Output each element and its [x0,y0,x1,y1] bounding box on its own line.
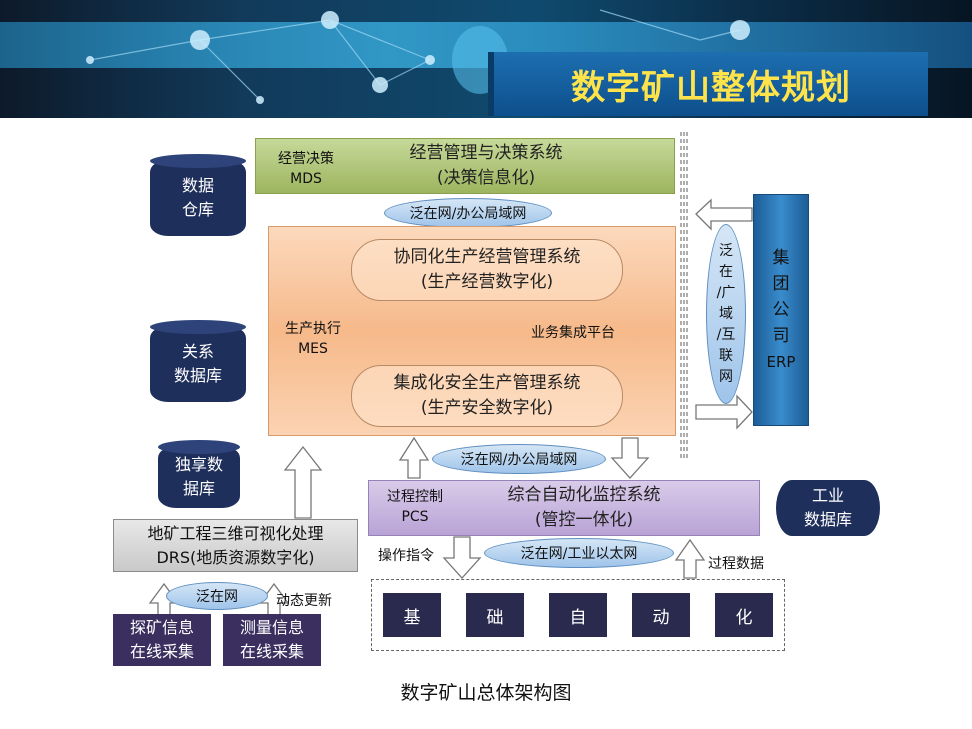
business-integration-platform: 业务集成平台 [531,325,615,341]
header-banner: 数字矿山整体规划 [0,0,972,118]
base-automation-frame [371,579,785,651]
user-node-icon [190,30,210,50]
mes-label-line2: MES [298,341,328,357]
erp-char: 司 [772,326,790,346]
mes-label-line1: 生产执行 [285,321,341,337]
drs-box: 地矿工程三维可视化处理 DRS(地质资源数字化) [113,519,358,572]
mds-system-title: 经营管理与决策系统 [409,143,563,163]
mds-system-subtitle: (决策信息化) [436,168,536,188]
survey-data-collection: 测量信息 在线采集 [223,614,321,666]
mds-label-line1: 经营决策 [278,151,334,167]
industrial-db-line2: 数据库 [803,510,852,529]
production-management-subtitle: (生产经营数字化) [420,272,554,292]
user-node-icon [321,11,339,29]
network-ubiquitous: 泛在网 [166,582,268,610]
mds-box: 经营决策 MDS 经营管理与决策系统 (决策信息化) [255,138,675,194]
base-cell: 础 [466,593,524,637]
mes-label: 生产执行 MES [275,319,351,359]
exclusive-db-line1: 独享数 [174,455,223,474]
industrial-db-line1: 工业 [811,486,844,505]
pcs-box: 过程控制 PCS 综合自动化监控系统 (管控一体化) [368,480,760,536]
network-office-wan-top: 泛在网/办公局域网 [384,198,552,228]
industrial-db: 工业 数据库 [776,480,880,536]
exploration-line2: 在线采集 [129,642,194,661]
base-cell: 化 [715,593,773,637]
mds-system: 经营管理与决策系统 (决策信息化) [356,141,616,191]
drs-line2: DRS(地质资源数字化) [156,547,315,567]
exclusive-db: 独享数 据库 [158,440,240,508]
process-data-label: 过程数据 [708,556,764,572]
relational-db-line2: 数据库 [173,366,222,385]
network-wide-area: 泛 在 /广 域 /互 联 网 [706,224,746,404]
mds-label: 经营决策 MDS [266,149,346,189]
relational-db: 关系 数据库 [150,320,246,402]
pcs-label-line1: 过程控制 [387,489,443,505]
survey-line2: 在线采集 [239,642,304,661]
page-title: 数字矿山整体规划 [488,52,928,116]
base-cell: 自 [549,593,607,637]
erp-char: 公 [772,300,790,320]
pcs-system: 综合自动化监控系统 (管控一体化) [459,483,709,533]
exploration-line1: 探矿信息 [129,618,194,637]
drs-line1: 地矿工程三维可视化处理 [147,523,324,543]
pcs-system-subtitle: (管控一体化) [534,510,634,530]
pcs-label-line2: PCS [401,509,429,525]
pcs-system-title: 综合自动化监控系统 [507,485,661,505]
operation-command-label: 操作指令 [378,548,434,564]
safety-production-title: 集成化安全生产管理系统 [393,373,581,393]
production-management-system: 协同化生产经营管理系统 (生产经营数字化) [351,239,623,301]
figure-caption: 数字矿山总体架构图 [400,681,572,704]
relational-db-line1: 关系 [181,342,214,361]
safety-production-system: 集成化安全生产管理系统 (生产安全数字化) [351,365,623,427]
pcs-label: 过程控制 PCS [375,487,455,527]
data-warehouse-line1: 数据 [181,176,214,195]
erp-char: 团 [772,274,790,294]
mes-box: 生产执行 MES 协同化生产经营管理系统 (生产经营数字化) 业务集成平台 集成… [268,226,676,436]
erp-code: ERP [766,353,796,371]
survey-line1: 测量信息 [239,618,304,637]
network-industrial-ethernet: 泛在网/工业以太网 [484,538,674,568]
data-warehouse-line2: 仓库 [181,200,214,219]
exploration-data-collection: 探矿信息 在线采集 [113,614,211,666]
erp-box: 集 团 公 司 ERP [753,194,809,426]
user-node-icon [730,20,750,40]
safety-production-subtitle: (生产安全数字化) [420,398,554,418]
exclusive-db-line2: 据库 [182,479,215,498]
dynamic-update-label: 动态更新 [276,593,332,609]
data-warehouse-db: 数据 仓库 [150,154,246,236]
erp-char: 集 [772,248,790,268]
network-office-wan-bottom: 泛在网/办公局域网 [432,444,606,474]
base-cell: 动 [632,593,690,637]
production-management-title: 协同化生产经营管理系统 [393,247,581,267]
user-node-icon [372,77,388,93]
base-cell: 基 [383,593,441,637]
mds-label-line2: MDS [290,171,322,187]
